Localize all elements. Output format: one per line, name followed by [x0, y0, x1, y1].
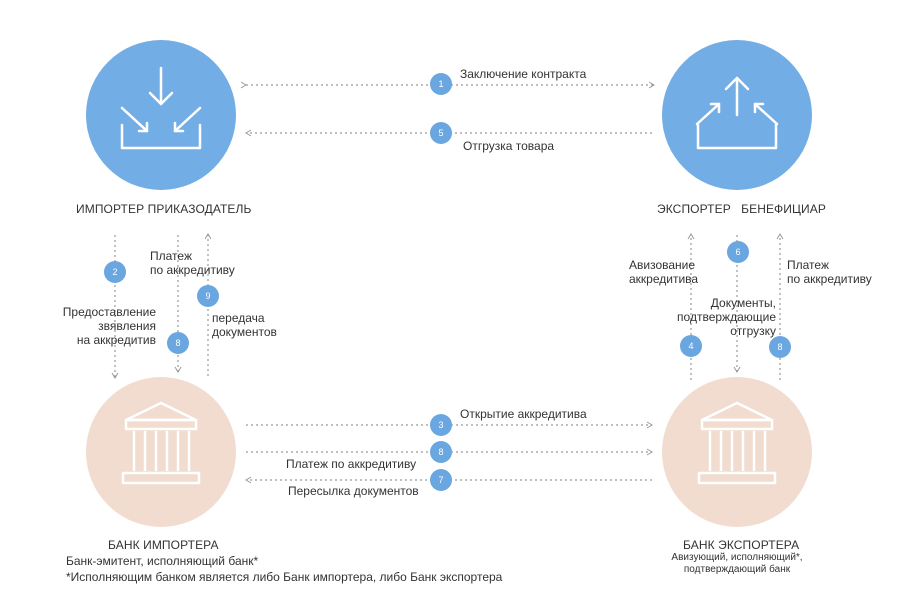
label-application-line3: на аккредитив	[76, 333, 156, 347]
label-transfer-docs: передача документов	[212, 311, 277, 339]
step-badge-payment-exporter: 8	[769, 336, 791, 358]
label-payment-exporter-line2: по аккредитиву	[787, 272, 872, 286]
step-badge-application: 2	[104, 261, 126, 283]
label-opening: Открытие аккредитива	[460, 407, 587, 421]
label-advising-line2: аккредитива	[629, 272, 699, 286]
step-badge-transfer-docs: 9	[197, 285, 219, 307]
exporter-bank-title: БАНК ЭКСПОРТЕРА	[683, 538, 800, 552]
label-documents-line3: отгрузку	[730, 324, 776, 338]
importer-bank-subtitle: Банк-эмитент, исполняющий банк*	[66, 554, 259, 568]
label-payment-banks: Платеж по аккредитиву	[286, 457, 417, 471]
step-badge-documents: 6	[727, 241, 749, 263]
label-payment-importer-line2: по аккредитиву	[150, 263, 235, 277]
exporter-bank-subtitle-line1: Авизующий, исполняющий*,	[671, 552, 803, 563]
label-payment-exporter: Платеж по аккредитиву	[787, 258, 872, 286]
download-tray-icon	[120, 66, 202, 150]
exporter-bank-subtitle-line2: подтверждающий банк	[683, 564, 791, 575]
label-payment-exporter-line1: Платеж	[787, 258, 829, 272]
step-badge-forwarding: 7	[430, 469, 452, 491]
exporter-title: ЭКСПОРТЕР БЕНЕФИЦИАР	[657, 202, 826, 216]
label-shipment: Отгрузка товара	[463, 139, 555, 153]
label-transfer-docs-line1: передача	[212, 311, 265, 325]
importer-bank-circle	[86, 377, 236, 527]
footnote: *Исполняющим банком является либо Банк и…	[66, 570, 503, 584]
label-documents-line2: подтверждающие	[677, 310, 776, 324]
step-badge-payment-importer: 8	[167, 332, 189, 354]
exporter-circle	[662, 40, 812, 190]
label-application: Предоставление звявления на аккредитив	[48, 305, 156, 347]
step-badge-shipment: 5	[430, 122, 452, 144]
label-payment-importer-line1: Платеж	[150, 249, 192, 263]
step-badge-contract: 1	[430, 73, 452, 95]
label-transfer-docs-line2: документов	[212, 325, 277, 339]
label-advising-line1: Авизование	[629, 258, 696, 272]
importer-circle	[86, 40, 236, 190]
label-contract: Заключение контракта	[460, 67, 587, 81]
label-documents-line1: Документы,	[710, 296, 776, 310]
step-badge-opening: 3	[430, 414, 452, 436]
step-badge-payment-banks: 8	[430, 441, 452, 463]
label-payment-importer: Платеж по аккредитиву	[150, 249, 235, 277]
bank-building-icon	[121, 401, 201, 485]
importer-bank-title: БАНК ИМПОРТЕРА	[108, 538, 219, 552]
step-badge-advising: 4	[680, 335, 702, 357]
importer-title: ИМПОРТЕР ПРИКАЗОДАТЕЛЬ	[76, 202, 252, 216]
label-application-line1: Предоставление	[62, 305, 156, 319]
label-advising: Авизование аккредитива	[629, 258, 698, 286]
upload-tray-icon	[695, 76, 779, 150]
label-documents: Документы, подтверждающие отгрузку	[660, 296, 776, 338]
label-forwarding: Пересылка документов	[288, 484, 419, 498]
label-application-line2: звявления	[98, 319, 156, 333]
bank-building-icon	[697, 401, 777, 485]
exporter-bank-circle	[662, 377, 812, 527]
exporter-bank-subtitle: Авизующий, исполняющий*, подтверждающий …	[660, 552, 814, 576]
